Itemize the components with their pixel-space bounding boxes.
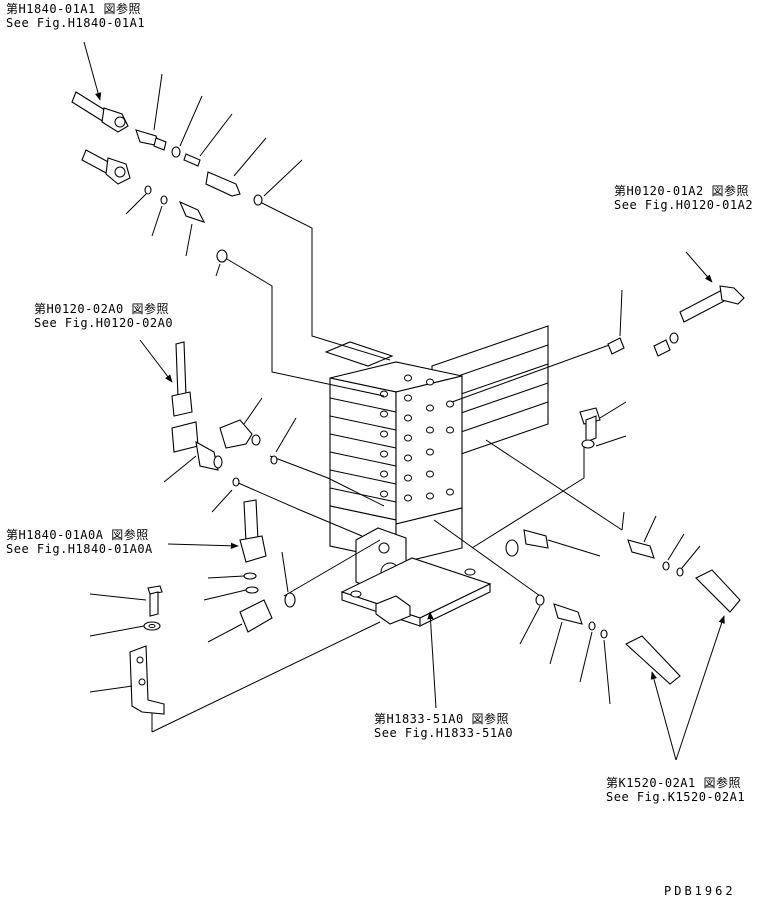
reference-label-h1833-51a0: 第H1833-51A0 図参照 See Fig.H1833-51A0 xyxy=(374,712,514,740)
right-callout-lines xyxy=(519,511,701,705)
valve-section-lines xyxy=(329,397,397,503)
left-middle-fittings xyxy=(171,341,296,633)
arrow-h0120-02a0 xyxy=(139,339,173,383)
lower-left-bracket xyxy=(129,585,165,715)
arrows-k1520-02a1 xyxy=(650,615,725,761)
callout-line xyxy=(595,435,627,447)
upper-left-callout-lines xyxy=(125,73,303,277)
right-bolt xyxy=(579,407,601,449)
reference-label-h0120-01a2: 第H0120-01A2 図参照 See Fig.H0120-01A2 xyxy=(614,184,754,212)
control-valve-block xyxy=(324,325,549,627)
reference-label-h1840-01a0a: 第H1840-01A0A 図参照 See Fig.H1840-01A0A xyxy=(6,528,153,556)
right-fittings xyxy=(505,529,741,685)
arrow-h1840-01a1 xyxy=(83,41,102,101)
callout-line xyxy=(599,401,627,419)
upper-right-hose xyxy=(607,285,745,357)
upper-left-fittings xyxy=(71,91,263,263)
arrow-h1840-01a0a xyxy=(167,542,239,549)
lower-left-callout-lines xyxy=(89,593,147,693)
left-middle-callout-lines xyxy=(163,397,297,643)
leader-lines xyxy=(151,199,623,733)
document-id: PDB1962 xyxy=(664,884,736,898)
reference-label-h0120-02a0: 第H0120-02A0 図参照 See Fig.H0120-02A0 xyxy=(34,302,174,330)
arrow-h1833-51a0 xyxy=(427,611,437,709)
callout-line xyxy=(619,289,623,337)
valve-ports xyxy=(380,374,454,502)
reference-label-k1520-02a1: 第K1520-02A1 図参照 See Fig.K1520-02A1 xyxy=(606,776,746,804)
arrow-h0120-01a2 xyxy=(685,251,713,283)
reference-label-h1840-01a1: 第H1840-01A1 図参照 See Fig.H1840-01A1 xyxy=(6,2,146,30)
